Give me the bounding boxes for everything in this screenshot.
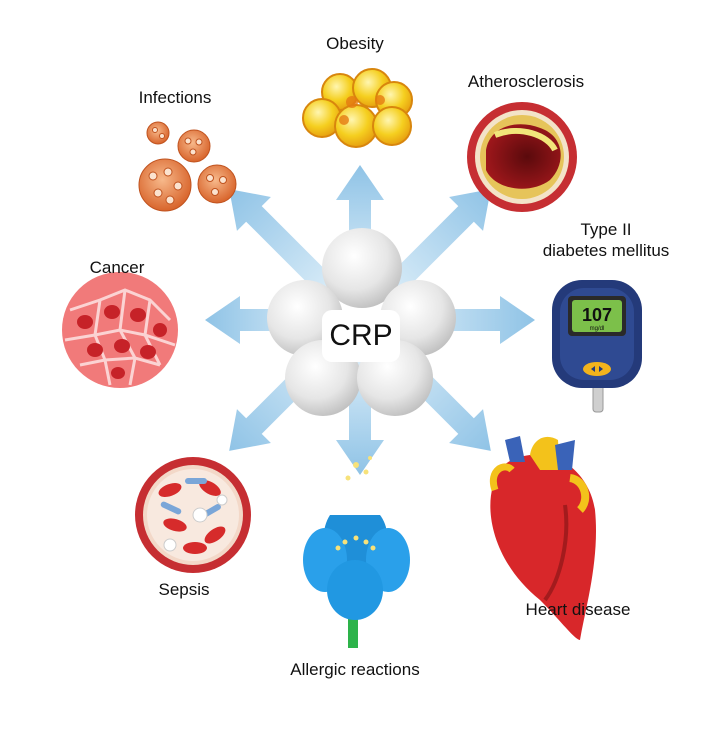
cancer-cells-icon	[62, 272, 178, 388]
label-cancer: Cancer	[89, 258, 145, 277]
label-type2-line1: Type II	[580, 220, 632, 239]
artery-plaque-icon	[467, 102, 577, 212]
arrow-down	[336, 360, 384, 475]
label-heart-disease: Heart disease	[525, 600, 631, 619]
arrow-left	[205, 296, 320, 344]
arrow-right	[400, 296, 535, 344]
label-type2-line2: diabetes mellitus	[542, 241, 670, 260]
arrow-up-right	[380, 189, 491, 300]
fat-cells-icon	[302, 68, 413, 148]
crp-label: CRP	[329, 319, 393, 352]
sepsis-vessel-icon	[135, 457, 251, 573]
label-allergic-reactions: Allergic reactions	[290, 660, 420, 679]
label-sepsis: Sepsis	[158, 580, 210, 599]
crp-label-box: CRP	[322, 310, 400, 362]
label-infections: Infections	[138, 88, 212, 107]
label-atherosclerosis: Atherosclerosis	[467, 72, 585, 91]
arrow-up-left	[229, 189, 340, 300]
heart-icon	[489, 436, 597, 640]
glucometer-reading: 107	[582, 305, 612, 325]
arrow-up	[336, 165, 384, 280]
label-obesity: Obesity	[326, 34, 384, 53]
glucometer-unit: mg/dl	[590, 326, 605, 332]
microbes-icon	[138, 121, 237, 212]
flower-icon	[303, 456, 410, 648]
glucometer-icon	[552, 280, 642, 413]
